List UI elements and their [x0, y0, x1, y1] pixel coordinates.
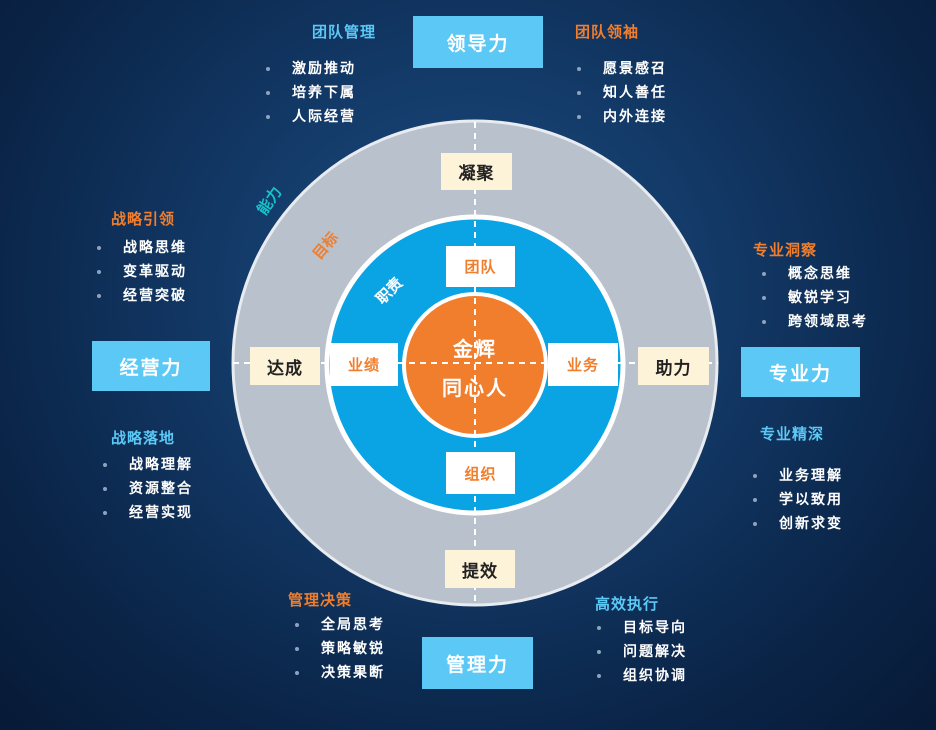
group-list-efficient-exec: 目标导向 问题解决 组织协调	[597, 616, 687, 688]
capability-leadership: 领导力	[413, 16, 543, 68]
group-heading-pro-insight: 专业洞察	[753, 241, 818, 259]
capability-management: 管理力	[422, 637, 533, 689]
list-item: 战略理解	[103, 453, 193, 477]
list-item: 决策果断	[295, 661, 385, 685]
group-heading-mgmt-decision: 管理决策	[288, 591, 353, 609]
inner-box-left: 业绩	[330, 343, 398, 386]
capability-professional: 专业力	[741, 347, 860, 397]
list-item: 全局思考	[295, 613, 385, 637]
list-item: 知人善任	[577, 81, 667, 105]
list-item: 战略思维	[97, 236, 187, 260]
group-list-strategy-land: 战略理解 资源整合 经营实现	[103, 453, 193, 525]
outer-box-left: 达成	[250, 347, 320, 385]
inner-box-top: 团队	[446, 246, 515, 287]
list-item: 问题解决	[597, 640, 687, 664]
group-list-pro-insight: 概念思维 敏锐学习 跨领域思考	[762, 262, 868, 334]
list-item: 变革驱动	[97, 260, 187, 284]
list-item: 学以致用	[753, 488, 843, 512]
core-title-line2: 同心人	[442, 376, 508, 400]
list-item: 愿景感召	[577, 57, 667, 81]
outer-box-right: 助力	[638, 347, 709, 385]
list-item: 内外连接	[577, 105, 667, 129]
group-heading-team-lead: 团队领袖	[575, 23, 640, 41]
list-item: 目标导向	[597, 616, 687, 640]
list-item: 策略敏锐	[295, 637, 385, 661]
capability-operation: 经营力	[92, 341, 210, 391]
list-item: 资源整合	[103, 477, 193, 501]
group-heading-efficient-exec: 高效执行	[595, 595, 660, 613]
group-list-pro-depth: 业务理解 学以致用 创新求变	[753, 464, 843, 536]
list-item: 人际经营	[266, 105, 356, 129]
list-item: 组织协调	[597, 664, 687, 688]
outer-box-bottom: 提效	[445, 550, 515, 588]
group-heading-team-mgmt: 团队管理	[312, 23, 377, 41]
list-item: 创新求变	[753, 512, 843, 536]
inner-box-bottom: 组织	[446, 452, 515, 494]
core-title-line1: 金辉	[453, 337, 497, 361]
group-list-strategy-lead: 战略思维 变革驱动 经营突破	[97, 236, 187, 308]
list-item: 业务理解	[753, 464, 843, 488]
inner-box-right: 业务	[548, 343, 618, 386]
list-item: 激励推动	[266, 57, 356, 81]
list-item: 概念思维	[762, 262, 868, 286]
list-item: 跨领域思考	[762, 310, 868, 334]
group-heading-pro-depth: 专业精深	[760, 425, 825, 443]
group-list-mgmt-decision: 全局思考 策略敏锐 决策果断	[295, 613, 385, 685]
group-list-team-mgmt: 激励推动 培养下属 人际经营	[266, 57, 356, 129]
list-item: 经营实现	[103, 501, 193, 525]
list-item: 敏锐学习	[762, 286, 868, 310]
group-heading-strategy-land: 战略落地	[111, 429, 176, 447]
list-item: 经营突破	[97, 284, 187, 308]
outer-box-top: 凝聚	[441, 153, 512, 190]
group-heading-strategy-lead: 战略引领	[111, 210, 176, 228]
group-list-team-lead: 愿景感召 知人善任 内外连接	[577, 57, 667, 129]
list-item: 培养下属	[266, 81, 356, 105]
